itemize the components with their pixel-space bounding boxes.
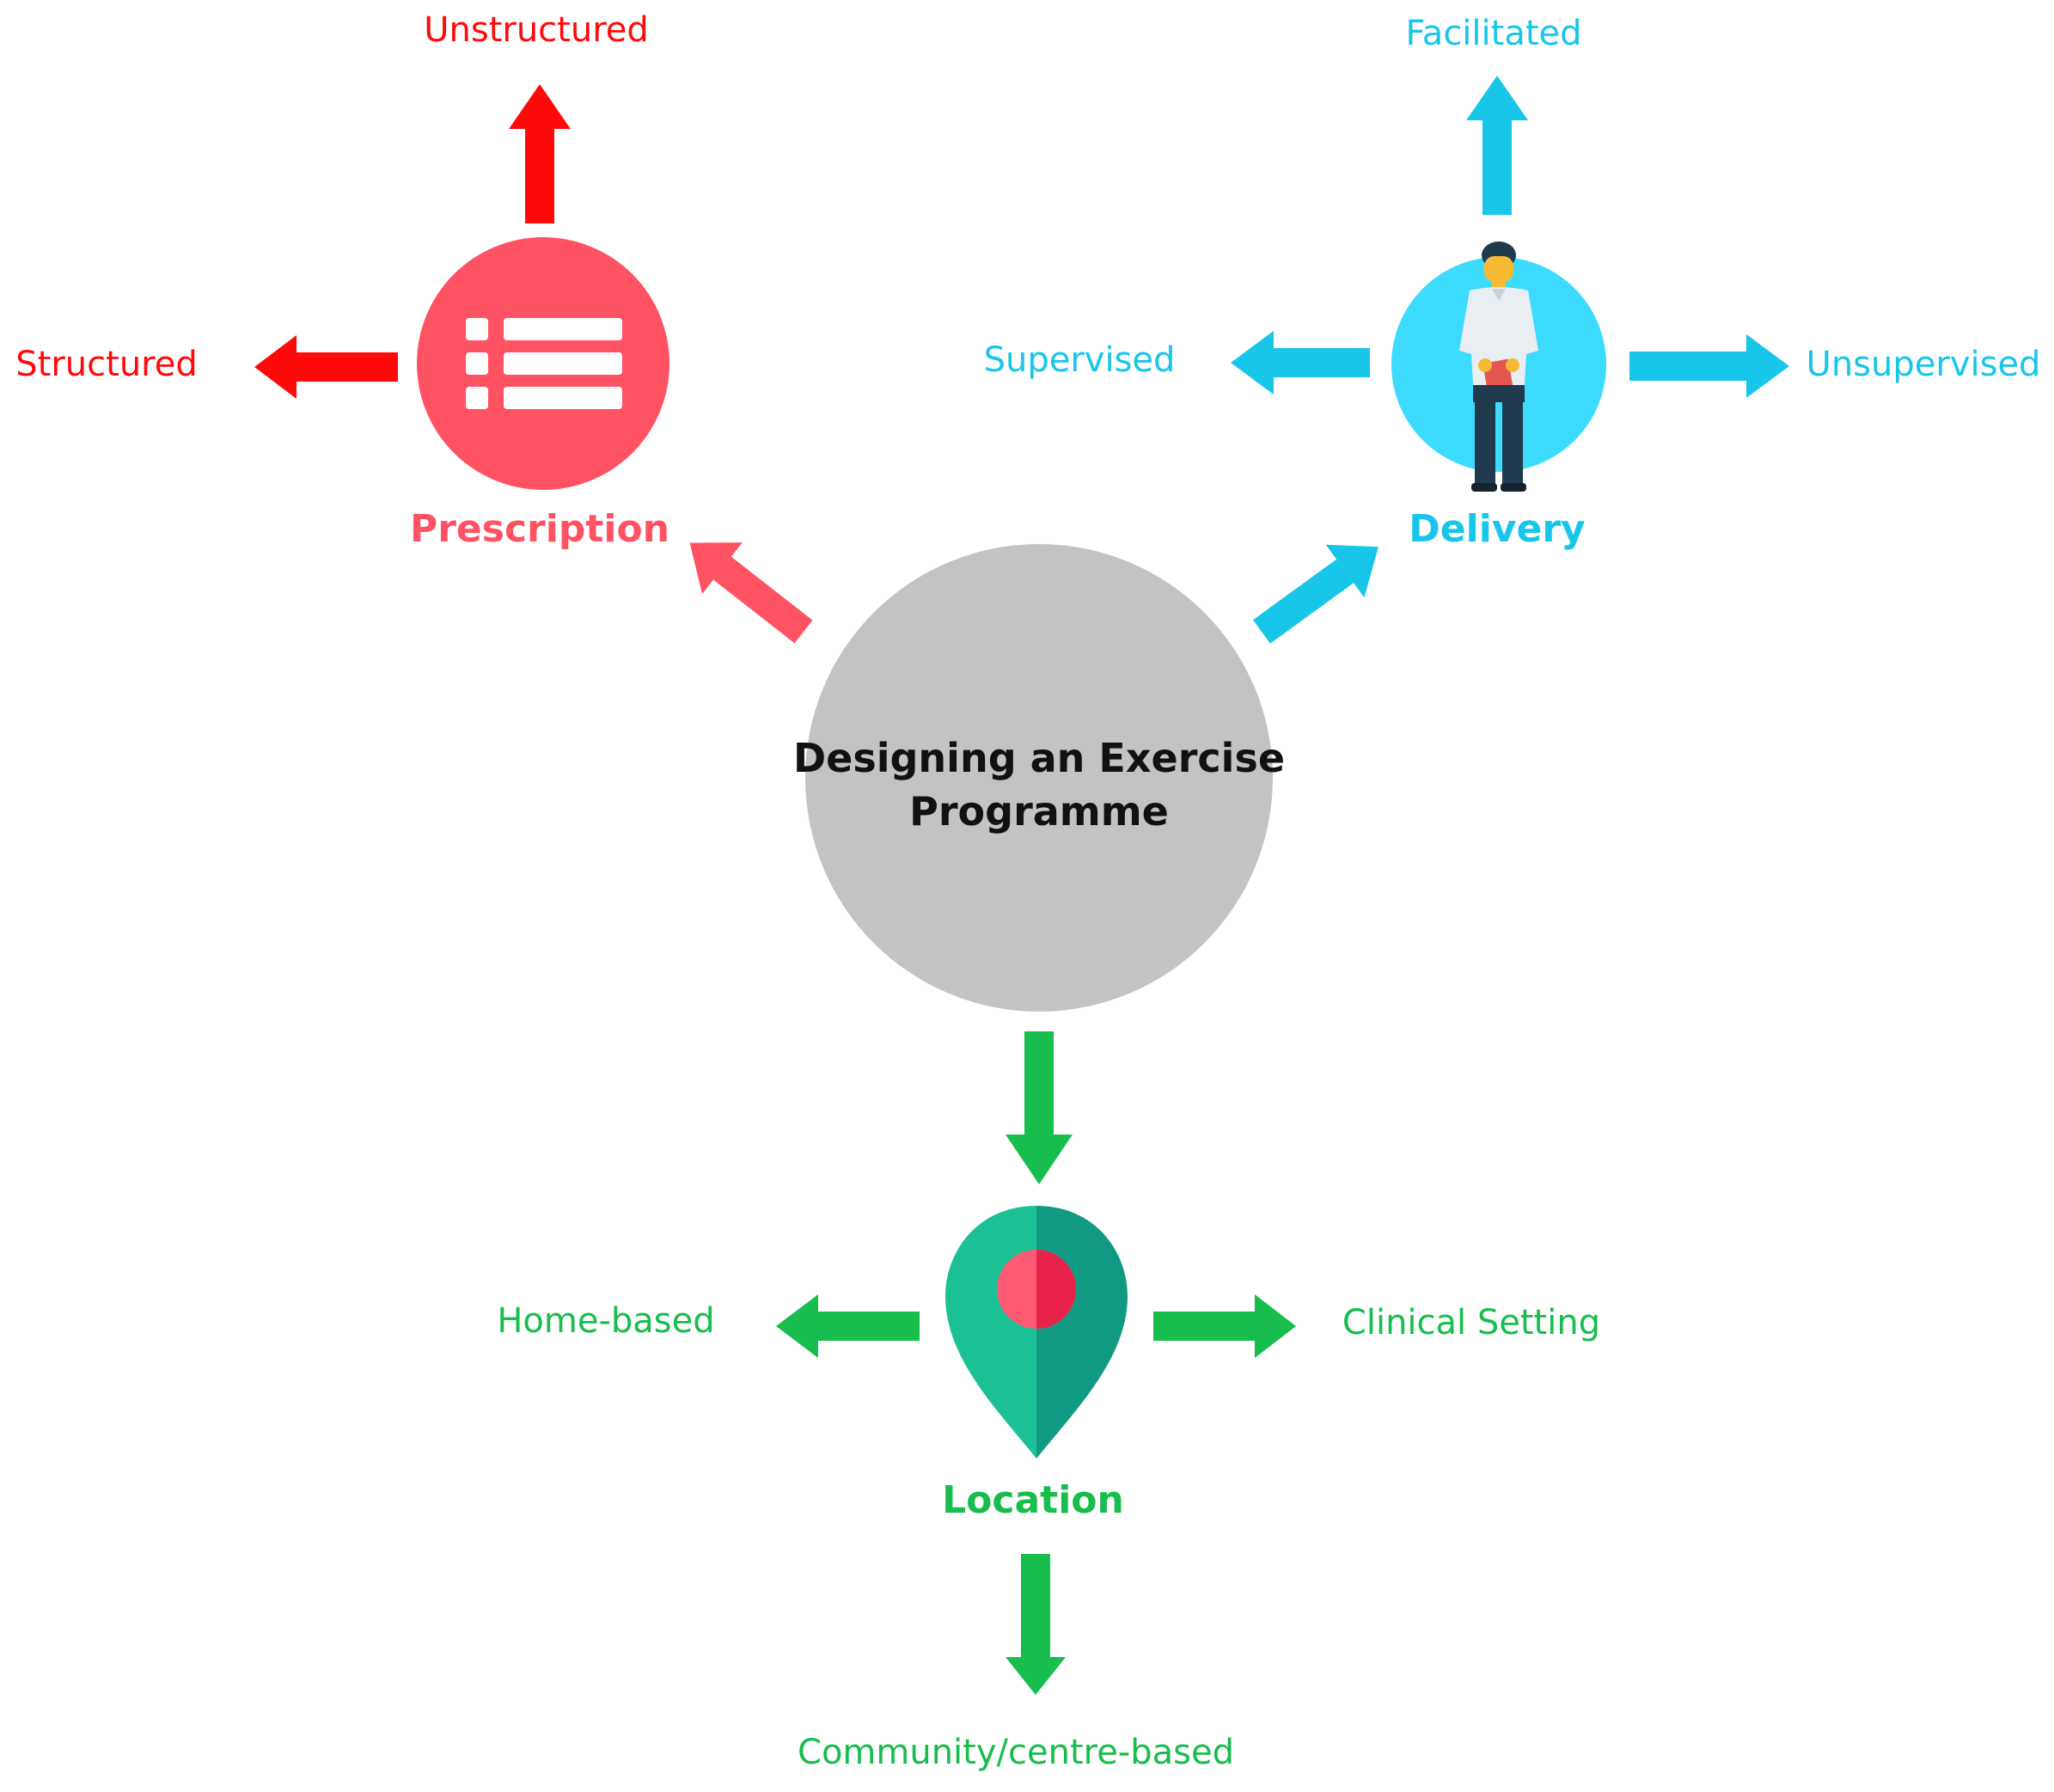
delivery-option-facilitated: Facilitated (1405, 14, 1581, 53)
center-title-line2: Programme (909, 788, 1169, 835)
map-pin-icon (945, 1206, 1128, 1459)
prescription-option-unstructured: Unstructured (424, 10, 649, 50)
prescription-title: Prescription (410, 507, 669, 551)
location-option-community: Community/centre-based (798, 1733, 1234, 1772)
delivery-title: Delivery (1409, 507, 1585, 551)
arrow-location-left (776, 1294, 920, 1358)
arrow-to-delivery (1253, 544, 1379, 644)
arrow-location-down (1006, 1554, 1066, 1695)
arrow-to-location (1006, 1031, 1073, 1184)
prescription-option-structured: Structured (15, 345, 197, 384)
location-option-clinical-setting: Clinical Setting (1342, 1303, 1600, 1342)
arrow-to-prescription (689, 542, 813, 644)
arrow-prescription-left (254, 335, 398, 399)
arrow-prescription-up (509, 84, 571, 223)
delivery-option-supervised: Supervised (984, 340, 1176, 380)
location-option-home-based: Home-based (497, 1301, 714, 1341)
arrow-location-right (1153, 1294, 1296, 1358)
arrow-delivery-up (1466, 76, 1528, 215)
arrow-delivery-right (1629, 334, 1789, 398)
delivery-option-unsupervised: Unsupervised (1806, 345, 2041, 384)
center-node (805, 544, 1273, 1012)
location-title: Location (942, 1478, 1124, 1522)
center-title-line1: Designing an Exercise (793, 735, 1285, 781)
arrow-delivery-left (1231, 331, 1370, 394)
person-icon (1459, 242, 1538, 492)
list-icon (466, 318, 622, 409)
